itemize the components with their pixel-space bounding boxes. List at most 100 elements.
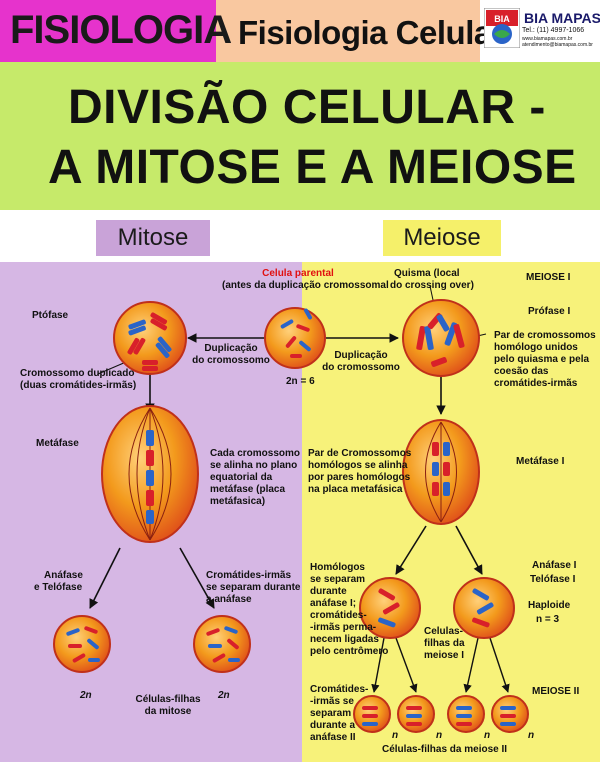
label-homologos-1: Homólogos xyxy=(310,562,365,573)
label-par-2: homólogo unidos xyxy=(494,342,578,353)
label-cromatides-2: se separam durante xyxy=(206,582,301,593)
label-cada-2: se alinha no plano xyxy=(210,460,298,471)
cell-mitosis-metaphase xyxy=(101,405,199,543)
label-n-c: n xyxy=(484,730,491,741)
cell-meiosis-i-daughter-right xyxy=(453,577,515,639)
cell-parental xyxy=(264,307,326,369)
label-par-3: pelo quiasma e pela xyxy=(494,354,590,365)
label-n-b: n xyxy=(436,730,443,741)
label-dup-left-1: Duplicação xyxy=(204,343,258,354)
label-anaphase-i: Anáfase I xyxy=(532,560,577,571)
label-meiose-i: MEIOSE I xyxy=(526,272,571,283)
main-title-line-2: A MITOSE E A MEIOSE xyxy=(48,141,577,194)
title-band xyxy=(0,62,600,210)
brand-title: FISIOLOGIA xyxy=(10,8,232,52)
label-prophase-i: Prófase I xyxy=(528,306,571,317)
label-crom-ii-3: separam xyxy=(310,708,352,719)
label-mitosis-2n-left: 2n xyxy=(80,690,92,701)
label-homologos-6: -irmãs perma- xyxy=(310,622,377,633)
label-homologos-4: anáfase I; xyxy=(310,598,357,609)
label-n-a: n xyxy=(392,730,399,741)
label-par-crom-3: por pares homólogos xyxy=(308,472,411,483)
section-header-band xyxy=(0,210,600,262)
publisher-logo: BIA xyxy=(483,7,521,49)
label-cada-3: equatorial da xyxy=(210,472,273,483)
cell-mitosis-daughter-right xyxy=(193,615,251,673)
label-parental-sub: (antes da duplicação cromossomal xyxy=(222,280,389,291)
header-topic-band xyxy=(216,0,480,62)
arrow-mi-left-to-d2 xyxy=(395,637,418,693)
arrow-metaphase-i-to-right xyxy=(455,525,483,575)
label-quisma-2: do crossing over) xyxy=(390,280,474,291)
label-telophase-i: Telófase I xyxy=(530,574,576,585)
cell-mitosis-daughter-left xyxy=(53,615,111,673)
label-daughters-mitosis-2: da mitose xyxy=(144,706,192,717)
label-dup-right-1: Duplicação xyxy=(334,350,388,361)
arrow-mi-left-to-d1 xyxy=(371,637,385,693)
cell-division-diagram xyxy=(53,285,529,733)
label-2n-6: 2n = 6 xyxy=(286,376,315,387)
logo-mark: BIA xyxy=(494,14,510,24)
label-n-d: n xyxy=(528,730,535,741)
label-homologos-2: se separam xyxy=(310,574,366,585)
header-brand-band xyxy=(0,0,216,62)
label-par-5: cromátides-irmãs xyxy=(494,378,578,389)
arrow-metaphase-to-daughter-left xyxy=(89,547,121,609)
label-par-crom-4: na placa metafásica xyxy=(308,484,403,495)
label-cada-1: Cada cromossomo xyxy=(210,448,301,459)
label-celulas-1: Celulas- xyxy=(424,626,463,637)
label-celulas-3: meiose I xyxy=(424,650,465,661)
cell-meiosis-metaphase-i xyxy=(402,419,480,525)
label-n-3: n = 3 xyxy=(536,614,560,625)
label-par-crom-1: Par de Cromossomos xyxy=(308,448,412,459)
label-quisma-1: Quisma (local xyxy=(394,268,460,279)
mitose-section-label: Mitose xyxy=(96,220,210,256)
label-par-crom-2: homólogos se alinha xyxy=(308,460,408,471)
cell-meiosis-ii-daughter-1 xyxy=(353,695,391,733)
publisher-phone: Tel.: (11) 4997-1066 xyxy=(522,27,585,34)
label-homologos-7: necem ligadas xyxy=(310,634,379,645)
label-anaphase-2: e Telófase xyxy=(34,582,83,593)
main-title-line-1: DIVISÃO CELULAR - xyxy=(68,81,546,134)
label-crom-ii-1: Cromátides- xyxy=(310,684,369,695)
publisher-website: www.biamapas.com.br xyxy=(522,36,573,42)
label-metaphase: Metáfase xyxy=(36,438,79,449)
label-homologos-5: cromátides- xyxy=(310,610,367,621)
label-crom-ii-4: durante a xyxy=(310,720,356,731)
label-meiose-ii: MEIOSE II xyxy=(532,686,580,697)
topic-title: Fisiologia Celular xyxy=(238,14,505,51)
label-mitosis-2n-right: 2n xyxy=(218,690,230,701)
publisher-email: atendimento@biamapas.com.br xyxy=(522,42,593,48)
label-cromatides-1: Cromátides-irmãs xyxy=(206,570,292,581)
label-parental-title: Celula parental xyxy=(262,268,334,279)
cell-meiosis-ii-daughter-2 xyxy=(397,695,435,733)
label-chromosome-dup-1: Cromossomo duplicado xyxy=(20,368,135,379)
arrow-metaphase-i-to-left xyxy=(395,525,427,575)
label-anaphase-1: Anáfase xyxy=(44,570,83,581)
label-metaphase-i: Metáfase I xyxy=(516,456,565,467)
label-par-4: coesão das xyxy=(494,366,549,377)
label-celulas-2: filhas da xyxy=(424,638,465,649)
label-cada-5: metáfasica) xyxy=(210,496,266,507)
arrow-mi-right-to-d4 xyxy=(489,637,510,693)
arrow-mi-right-to-d3 xyxy=(463,637,479,693)
pointer-chromosome-duplicated xyxy=(97,361,127,375)
label-chromosome-dup-2: (duas cromátides-irmãs) xyxy=(20,380,137,391)
label-homologos-8: pelo centrômero xyxy=(310,646,389,657)
label-prophase: Ptófase xyxy=(32,310,69,321)
arrow-metaphase-to-daughter-right xyxy=(179,547,215,609)
label-dup-right-2: do cromossomo xyxy=(322,362,400,373)
cell-meiosis-ii-daughter-3 xyxy=(447,695,485,733)
label-par-1: Par de cromossomos xyxy=(494,330,596,341)
meiose-section-label: Meiose xyxy=(383,220,501,256)
label-crom-ii-2: -irmãs se xyxy=(310,696,354,707)
cell-meiosis-i-daughter-left xyxy=(359,577,421,639)
label-homologos-3: durante xyxy=(310,586,347,597)
cell-meiosis-ii-daughter-4 xyxy=(491,695,529,733)
cell-mitosis-prophase xyxy=(113,301,187,375)
label-cada-4: metáfase (placa xyxy=(210,484,286,495)
label-cromatides-3: a anáfase xyxy=(206,594,252,605)
label-crom-ii-5: anáfase II xyxy=(310,732,356,743)
publisher-name: BIA MAPAS xyxy=(524,10,600,26)
